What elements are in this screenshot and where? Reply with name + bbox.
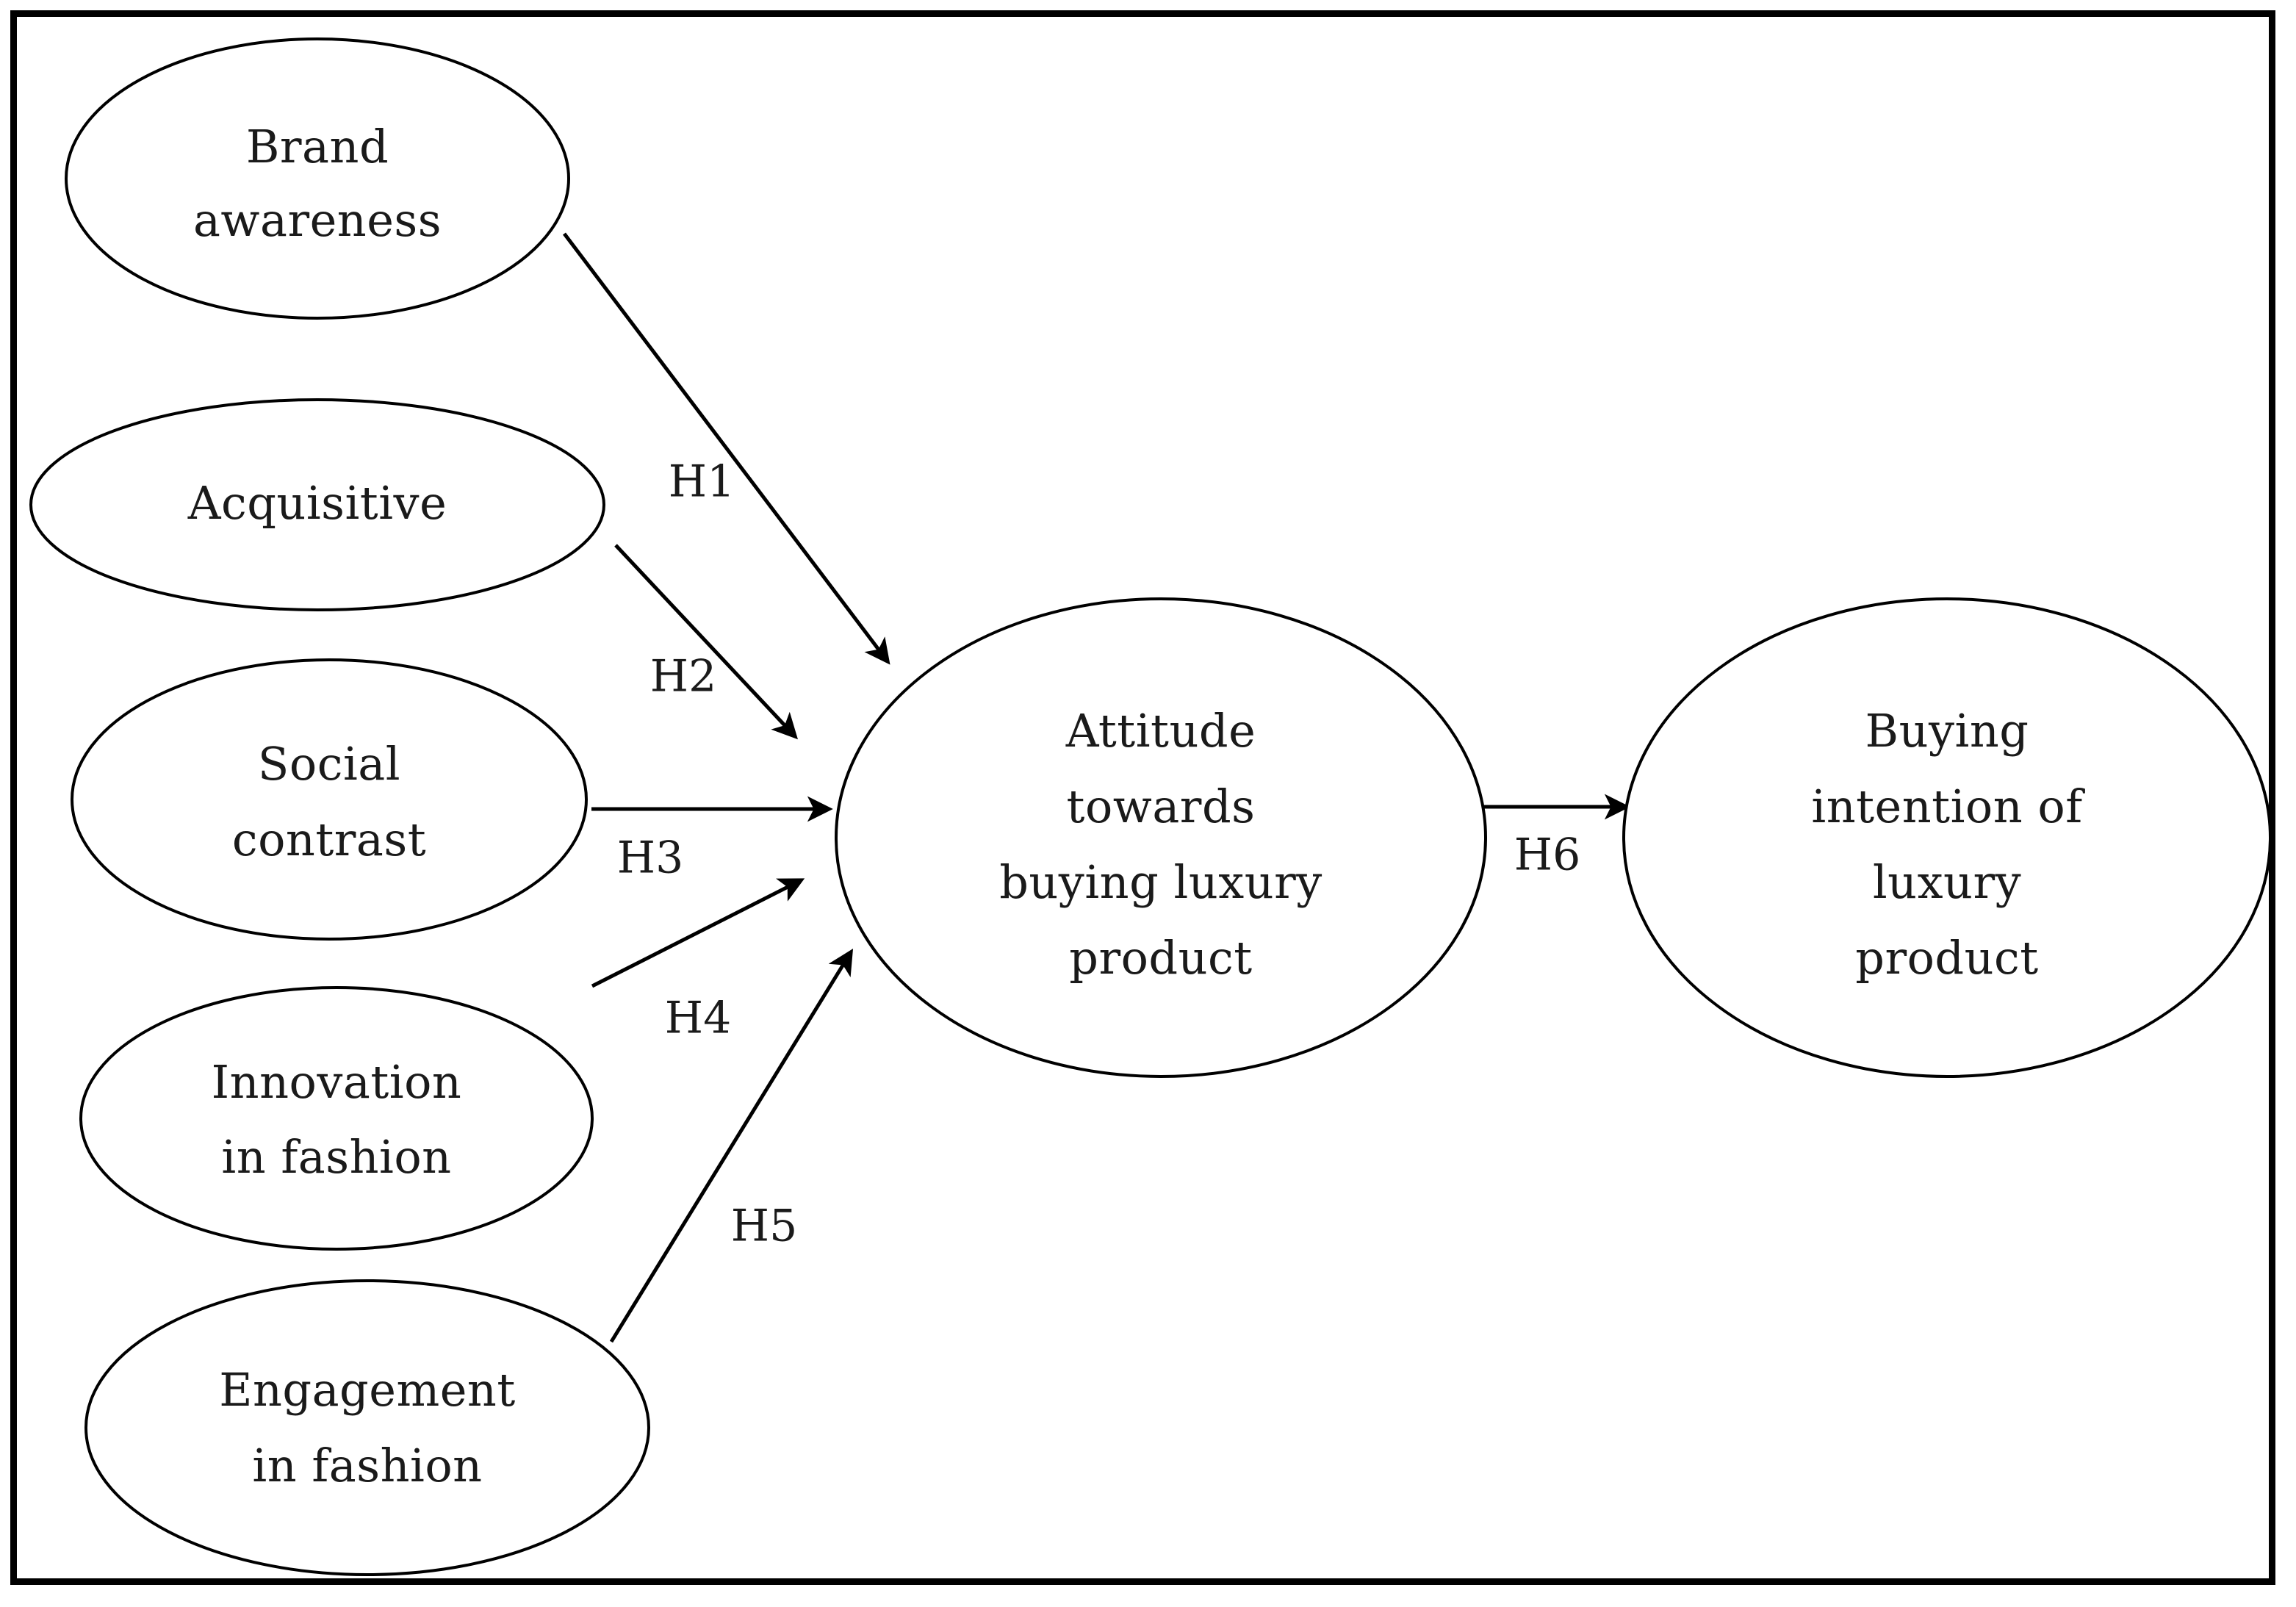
edges-group: H1 H2 H3 H4 H5 H6: [563, 232, 1630, 1343]
node-attitude-line2: towards: [1067, 780, 1256, 833]
node-innovation-in-fashion-ellipse: [79, 986, 594, 1251]
node-buying-intention-line1: Buying: [1865, 704, 2029, 758]
node-engagement-in-fashion-line2: in fashion: [252, 1439, 482, 1492]
node-brand-awareness[interactable]: Brand awareness: [65, 37, 570, 320]
node-brand-awareness-line2: awareness: [193, 193, 442, 247]
edge-h2[interactable]: H2: [614, 544, 798, 740]
node-engagement-in-fashion-ellipse: [84, 1279, 650, 1576]
node-brand-awareness-ellipse: [65, 37, 570, 320]
edge-h4[interactable]: H4: [591, 878, 805, 1044]
node-engagement-in-fashion[interactable]: Engagement in fashion: [84, 1279, 650, 1576]
edge-h6[interactable]: H6: [1475, 794, 1630, 881]
node-attitude-towards-buying-luxury-product[interactable]: Attitude towards buying luxury product: [835, 597, 1487, 1078]
edge-h3-label: H3: [617, 833, 684, 884]
node-acquisitive[interactable]: Acquisitive: [29, 398, 605, 611]
node-brand-awareness-line1: Brand: [246, 120, 389, 173]
node-buying-intention-of-luxury-product[interactable]: Buying intention of luxury product: [1622, 597, 2272, 1078]
node-innovation-in-fashion-line1: Innovation: [212, 1055, 462, 1109]
edge-h5-label: H5: [731, 1201, 798, 1252]
node-social-contrast[interactable]: Social contrast: [71, 658, 588, 941]
node-buying-intention-line4: product: [1855, 931, 2038, 985]
node-social-contrast-line2: contrast: [232, 813, 426, 866]
node-social-contrast-ellipse: [71, 658, 588, 941]
edge-h5-line: [609, 949, 854, 1343]
node-buying-intention-ellipse: [1622, 597, 2272, 1078]
node-acquisitive-ellipse: [29, 398, 605, 611]
node-social-contrast-line1: Social: [258, 737, 400, 791]
edge-h5[interactable]: H5: [609, 949, 854, 1343]
node-attitude-line3: buying luxury: [999, 855, 1322, 909]
node-buying-intention-line3: luxury: [1873, 855, 2021, 909]
node-innovation-in-fashion[interactable]: Innovation in fashion: [79, 986, 594, 1251]
edge-h4-line: [591, 878, 805, 988]
nodes-group: Brand awareness Acquisitive Social contr…: [29, 37, 2272, 1576]
node-attitude-line4: product: [1069, 931, 1252, 985]
node-attitude-ellipse: [835, 597, 1487, 1078]
edge-h1-label: H1: [669, 456, 735, 508]
edge-h6-label: H6: [1514, 830, 1581, 881]
edge-h1[interactable]: H1: [563, 232, 890, 665]
node-acquisitive-line1: Acquisitive: [187, 476, 447, 530]
node-attitude-line1: Attitude: [1065, 704, 1256, 758]
edge-h1-line: [563, 232, 890, 665]
node-engagement-in-fashion-line1: Engagement: [219, 1363, 516, 1417]
edge-h3[interactable]: H3: [591, 796, 833, 884]
edge-h2-label: H2: [650, 651, 717, 702]
node-innovation-in-fashion-line2: in fashion: [221, 1130, 451, 1184]
node-buying-intention-line2: intention of: [1811, 780, 2085, 833]
edge-h2-line: [614, 544, 798, 740]
edge-h4-label: H4: [665, 993, 732, 1044]
